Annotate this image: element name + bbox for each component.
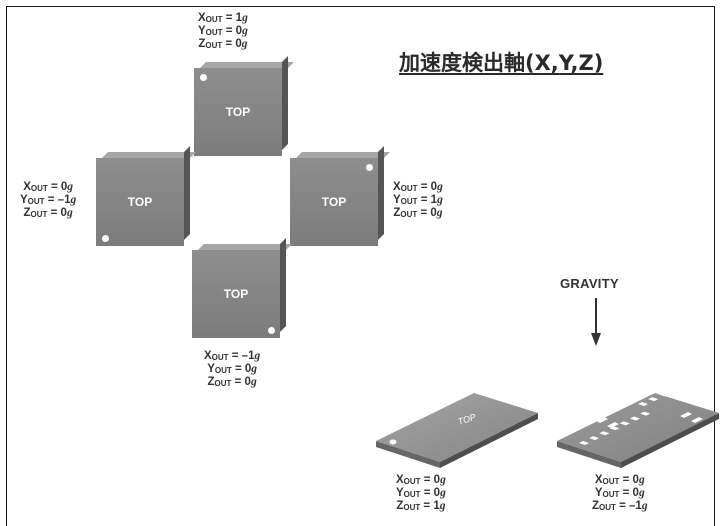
pin1-dot xyxy=(366,164,373,171)
chip-top-label: TOP xyxy=(127,195,153,209)
gravity-arrow xyxy=(591,298,601,346)
readout-z-line: ZOUT = 0g xyxy=(23,207,73,219)
pin1-dot xyxy=(268,327,275,334)
solder-pad xyxy=(599,431,610,436)
readout-x-line: XOUT = 0g xyxy=(594,474,645,486)
solder-pad xyxy=(619,421,630,426)
solder-pad xyxy=(699,372,710,377)
readout-y-line: YOUT = 0g xyxy=(207,363,258,375)
chip-top-label: TOP xyxy=(225,105,251,119)
flat-chip-front-edge xyxy=(376,441,440,468)
solder-pad xyxy=(589,436,600,441)
flat-chip-side-edge xyxy=(621,413,719,468)
readout-y-line: YOUT = 0g xyxy=(396,487,446,499)
solder-pad xyxy=(579,441,589,445)
flat-chip-side-edge xyxy=(440,413,538,468)
readout-bottom: XOUT = –1g YOUT = 0g ZOUT = 0g xyxy=(204,350,260,389)
chip-top-label: TOP xyxy=(223,287,249,301)
readout-z-line: ZOUT = 0g xyxy=(198,38,248,50)
solder-pad xyxy=(678,382,689,387)
solder-pads xyxy=(579,372,710,445)
diagram-frame xyxy=(6,6,715,526)
chip-bottom-orientation: TOP xyxy=(192,238,292,338)
readout-left: XOUT = 0g YOUT = –1g ZOUT = 0g xyxy=(20,181,76,220)
readout-x-line: XOUT = 0g xyxy=(23,181,74,193)
chip-right-orientation: TOP xyxy=(290,146,390,246)
readout-z-line: ZOUT = 0g xyxy=(393,207,443,219)
solder-pad xyxy=(607,422,619,428)
solder-pad xyxy=(596,417,608,423)
solder-pad xyxy=(638,402,648,406)
flat-chip-face xyxy=(557,393,719,462)
solder-pad xyxy=(648,397,659,402)
diagram-title: 加速度検出軸(X,Y,Z) xyxy=(399,51,604,75)
readout-y-line: YOUT = 0g xyxy=(198,25,248,37)
solder-pad xyxy=(689,377,699,382)
solder-pad xyxy=(630,416,640,421)
solder-pad xyxy=(640,411,651,416)
flat-chip-face xyxy=(376,393,538,462)
readout-z-line: ZOUT = 1g xyxy=(396,500,446,512)
chip-left-orientation: TOP xyxy=(96,146,196,246)
pin1-dot xyxy=(102,235,109,242)
readout-top: XOUT = 1g YOUT = 0g ZOUT = 0g xyxy=(198,12,248,51)
solder-pad xyxy=(658,392,669,397)
readout-x-line: XOUT = 0g xyxy=(393,181,443,193)
chip-top-orientation: TOP xyxy=(194,56,294,156)
pin1-dot xyxy=(389,439,397,445)
solder-pad xyxy=(668,387,679,392)
readout-right: XOUT = 0g YOUT = 1g ZOUT = 0g xyxy=(393,181,443,220)
readout-x-line: XOUT = 1g xyxy=(198,12,248,24)
chip-flat-bottom-up xyxy=(557,372,719,468)
solder-pad xyxy=(680,412,692,418)
pin1-dot xyxy=(200,74,207,81)
readout-x-line: XOUT = –1g xyxy=(204,350,261,362)
readout-y-line: YOUT = 0g xyxy=(594,487,645,499)
chip-top-label: TOP xyxy=(321,195,347,209)
readout-y-line: YOUT = 1g xyxy=(393,194,443,206)
readout-z-line: ZOUT = 0g xyxy=(207,376,257,388)
flat-chip-front-edge xyxy=(557,441,621,468)
readout-x-line: XOUT = 0g xyxy=(396,474,446,486)
readout-flat-down: XOUT = 0g YOUT = 0g ZOUT = –1g xyxy=(592,474,648,513)
chip-flat-top-up: TOP xyxy=(376,393,538,468)
readout-z-line: ZOUT = –1g xyxy=(592,500,648,512)
solder-pad xyxy=(691,417,703,423)
readout-flat-up: XOUT = 0g YOUT = 0g ZOUT = 1g xyxy=(396,474,446,513)
gravity-label: GRAVITY xyxy=(560,276,619,291)
readout-y-line: YOUT = –1g xyxy=(20,194,77,206)
